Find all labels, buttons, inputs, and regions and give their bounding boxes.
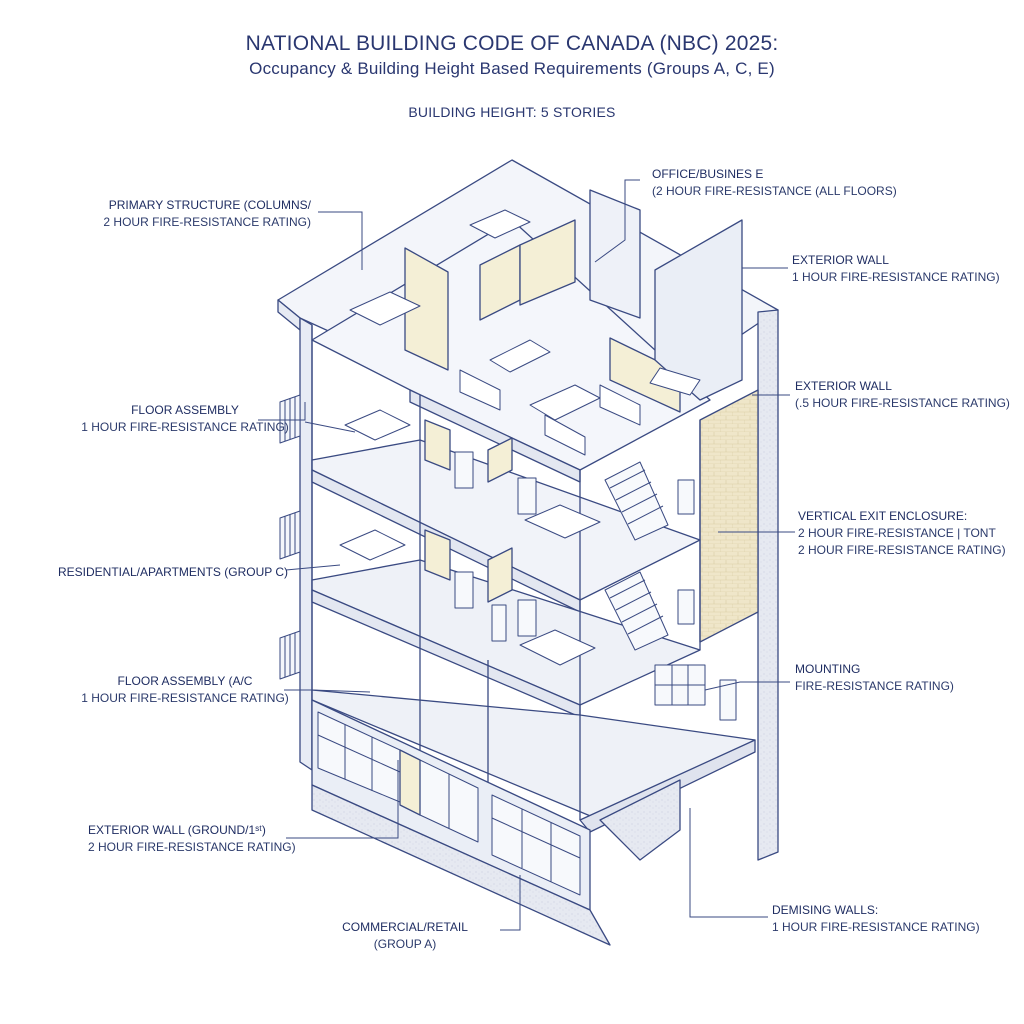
label-residential: RESIDENTIAL/APARTMENTS (GROUP C) xyxy=(58,565,289,579)
demising-wall-base xyxy=(599,779,681,861)
right-exterior-wall xyxy=(757,309,779,861)
label-exterior-wall-1: EXTERIOR WALL 1 HOUR FIRE-RESISTANCE RAT… xyxy=(792,253,1000,284)
label-exterior-wall-ground: EXTERIOR WALL (GROUND/1ˢᵗ) 2 HOUR FIRE-R… xyxy=(88,823,296,854)
label-demising-walls: DEMISING WALLS: 1 HOUR FIRE-RESISTANCE R… xyxy=(772,903,980,934)
label-commercial: COMMERCIAL/RETAIL (GROUP A) xyxy=(342,920,468,951)
label-exit-enclosure: VERTICAL EXIT ENCLOSURE: 2 HOUR FIRE-RES… xyxy=(798,509,1006,557)
label-primary-structure: PRIMARY STRUCTURE (COLUMNS/ 2 HOUR FIRE-… xyxy=(103,198,311,229)
stair-lower xyxy=(604,571,669,651)
stair-upper xyxy=(604,461,669,541)
label-mounting: MOUNTING FIRE-RESISTANCE RATING) xyxy=(795,662,954,693)
exit-enclosure-brick xyxy=(699,389,759,643)
height-note: BUILDING HEIGHT: 5 STORIES xyxy=(408,104,616,120)
page-title: NATIONAL BUILDING CODE OF CANADA (NBC) 2… xyxy=(245,32,779,55)
page-subtitle: Occupancy & Building Height Based Requir… xyxy=(249,59,775,78)
label-office: OFFICE/BUSINES E (2 HOUR FIRE-RESISTANCE… xyxy=(652,167,897,198)
leader-lines xyxy=(258,179,795,931)
label-floor-assembly-ac: FLOOR ASSEMBLY (A/C 1 HOUR FIRE-RESISTAN… xyxy=(81,674,289,705)
label-floor-assembly-upper: FLOOR ASSEMBLY 1 HOUR FIRE-RESISTANCE RA… xyxy=(81,403,289,434)
label-exterior-wall-2: EXTERIOR WALL (.5 HOUR FIRE-RESISTANCE R… xyxy=(795,379,1010,410)
